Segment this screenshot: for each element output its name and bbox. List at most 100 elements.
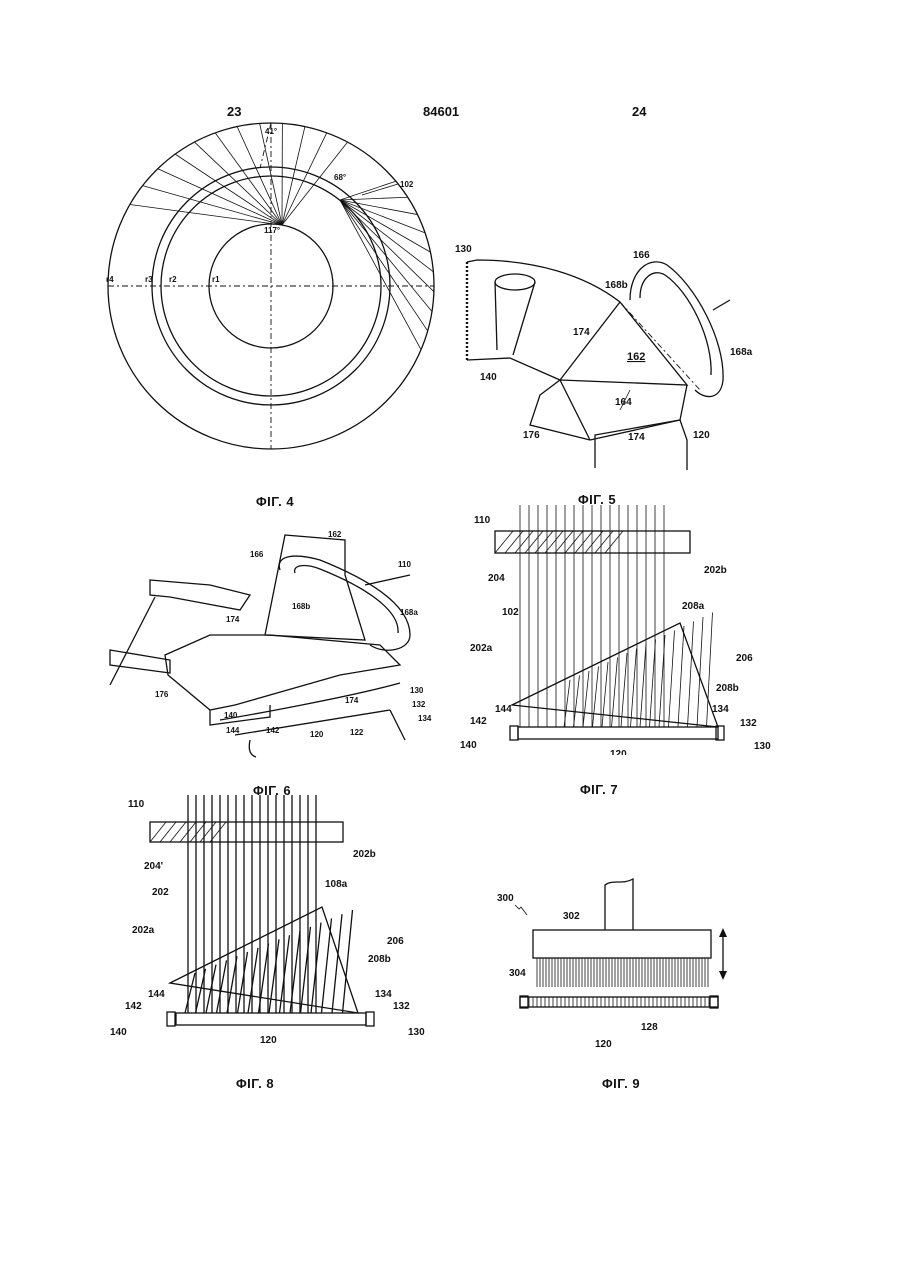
fig7-label-134: 134 [712, 704, 729, 715]
fig4-angle-68: 68° [334, 173, 346, 182]
figure-8-drawing: 110 204' 202b 202 108a 202a 206 208b 144… [100, 795, 435, 1045]
fig4-fiber-line [340, 200, 418, 215]
fig6-label-142: 142 [266, 726, 280, 735]
fig4-fiber-line [340, 200, 428, 331]
fig7-label-208b: 208b [716, 683, 739, 694]
fig8-slanted-fiber [248, 948, 258, 1013]
fig9-label-300: 300 [497, 893, 514, 904]
figure-9-drawing: 300 302 304 128 120 [495, 875, 745, 1050]
fig8-label-130: 130 [408, 1027, 425, 1038]
fig5-label-130: 130 [455, 244, 472, 255]
fig5-label-168a: 168a [730, 347, 753, 358]
fig6-label-168b: 168b [292, 602, 310, 611]
fig8-label-108a: 108a [325, 879, 348, 890]
fig8-hatch-line [160, 822, 176, 842]
fig5-label-174-lower: 174 [628, 432, 645, 443]
fig8-label-134: 134 [375, 989, 392, 1000]
fig4-label-r2: r2 [169, 275, 177, 284]
fig8-label-202a: 202a [132, 925, 155, 936]
fig9-label-120: 120 [595, 1039, 612, 1050]
fig7-slanted-fiber [688, 622, 694, 728]
fig8-slanted-fiber [238, 952, 248, 1013]
fig7-hatch-line [545, 531, 563, 553]
fig7-slanted-fiber [678, 626, 684, 727]
fig8-label-202: 202 [152, 887, 169, 898]
fig6-label-110: 110 [398, 560, 411, 569]
figure-4-caption: ΦΙΓ. 4 [256, 494, 294, 509]
fig5-label-162: 162 [627, 351, 645, 363]
fig6-label-162: 162 [328, 530, 342, 539]
fig6-label-168a: 168a [400, 608, 418, 617]
fig5-label-166: 166 [633, 250, 650, 261]
fig8-label-132: 132 [393, 1001, 410, 1012]
page-number-right: 24 [632, 104, 646, 119]
fig4-fiber-line [340, 200, 421, 350]
fig6-label-120: 120 [310, 730, 324, 739]
fig8-label-208b: 208b [368, 954, 391, 965]
fig4-label-r1: r1 [212, 275, 220, 284]
fig8-hatch-line [170, 822, 186, 842]
fig7-label-130: 130 [754, 741, 771, 752]
fig7-label-140: 140 [460, 740, 477, 751]
figure-4-drawing: 41° 68° 117° 102 r4 r3 r2 r1 [100, 120, 445, 450]
fig6-label-132: 132 [412, 700, 426, 709]
fig8-slanted-fiber [217, 960, 227, 1013]
fig7-label-142: 142 [470, 716, 487, 727]
fig7-label-132: 132 [740, 718, 757, 729]
fig8-slanted-fiber [343, 910, 353, 1013]
fig4-fiber-line [340, 181, 396, 200]
fig8-label-110: 110 [128, 799, 145, 810]
fig7-label-144: 144 [495, 704, 512, 715]
fig6-label-144: 144 [226, 726, 240, 735]
fig7-slanted-fiber [640, 644, 646, 727]
fig7-label-202a: 202a [470, 643, 493, 654]
figure-7-caption: ΦΙΓ. 7 [580, 782, 618, 797]
fig7-hatch-line [515, 531, 533, 553]
fig8-slanted-fiber [332, 914, 342, 1013]
fig7-slanted-fiber [602, 662, 608, 727]
fig7-label-110: 110 [474, 515, 491, 526]
fig7-slanted-fiber [583, 671, 589, 727]
fig5-label-176: 176 [523, 430, 540, 441]
fig4-label-r3: r3 [145, 275, 153, 284]
fig7-hatch-line [575, 531, 593, 553]
fig4-label-r4: r4 [106, 275, 114, 284]
figure-9-caption: ΦΙΓ. 9 [602, 1076, 640, 1091]
fig4-angle-117: 117° [264, 226, 280, 235]
fig9-label-304: 304 [509, 968, 526, 979]
fig6-label-134: 134 [418, 714, 432, 723]
fig6-label-122: 122 [350, 728, 364, 737]
fig4-angle-41: 41° [265, 127, 277, 136]
fig7-hatch-line [555, 531, 573, 553]
fig8-label-202b: 202b [353, 849, 376, 860]
fig8-slanted-fiber [185, 973, 195, 1013]
fig5-label-168b: 168b [605, 280, 628, 291]
fig8-label-144: 144 [148, 989, 165, 1000]
document-number: 84601 [423, 104, 459, 119]
fig9-label-302: 302 [563, 911, 580, 922]
fig8-label-142: 142 [125, 1001, 142, 1012]
fig6-label-166: 166 [250, 550, 264, 559]
fig9-label-128: 128 [641, 1022, 658, 1033]
fig7-label-202b: 202b [704, 565, 727, 576]
fig7-label-208a: 208a [682, 601, 705, 612]
fig6-label-140: 140 [224, 711, 238, 720]
figure-6-drawing: 162 166 110 168b 168a 174 176 174 130 13… [100, 525, 440, 760]
fig5-label-174-upper: 174 [573, 327, 590, 338]
fig8-label-140: 140 [110, 1027, 127, 1038]
fig4-fiber-line [282, 133, 327, 225]
fig7-slanted-fiber [593, 667, 599, 728]
fig8-label-120: 120 [260, 1035, 277, 1045]
fig7-label-102: 102 [502, 607, 519, 618]
fig5-label-140: 140 [480, 372, 497, 383]
fig7-hatch-line [495, 531, 513, 553]
fig8-hatch-line [150, 822, 166, 842]
fig7-slanted-fiber [621, 653, 627, 727]
fig7-label-120: 120 [610, 749, 627, 755]
fig8-hatch-line [200, 822, 216, 842]
fig6-label-174-lower: 174 [345, 696, 359, 705]
fig8-slanted-fiber [301, 927, 311, 1013]
fig8-slanted-fiber [322, 918, 332, 1013]
fig7-slanted-fiber [669, 631, 675, 728]
fig4-label-102: 102 [400, 180, 414, 189]
